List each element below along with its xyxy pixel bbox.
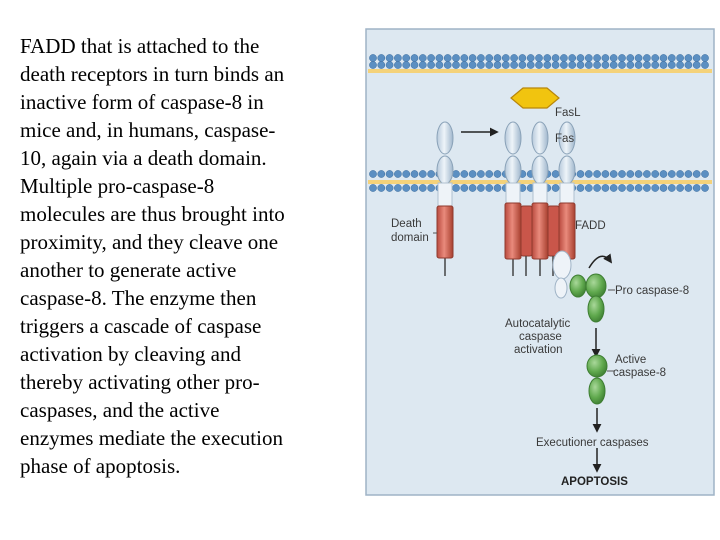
fasl-ligand bbox=[510, 87, 560, 109]
autocatalytic-label: caspase bbox=[519, 331, 562, 343]
text-line: inactive form of caspase-8 in bbox=[20, 90, 264, 114]
death-domain-label: domain bbox=[391, 232, 429, 244]
executioner-label: Executioner caspases bbox=[536, 437, 649, 449]
text-line: proximity, and they cleave one bbox=[20, 230, 279, 254]
fas-receptor-trimer bbox=[504, 121, 576, 276]
text-line: enzymes mediate the execution bbox=[20, 426, 283, 450]
fadd-label: FADD bbox=[575, 220, 606, 232]
text-line: mice and, in humans, caspase- bbox=[20, 118, 276, 142]
apoptosis-label: APOPTOSIS bbox=[561, 476, 628, 488]
fas-receptor bbox=[531, 121, 549, 276]
body-text: FADD that is attached to the death recep… bbox=[20, 32, 360, 480]
pro-caspase-8-cluster bbox=[552, 250, 615, 323]
fasl-label: FasL bbox=[555, 107, 581, 119]
text-line: triggers a cascade of caspase bbox=[20, 314, 262, 338]
active-caspase-8 bbox=[586, 354, 614, 405]
text-line: FADD that is attached to the bbox=[20, 34, 260, 58]
text-line: Multiple pro-caspase-8 bbox=[20, 174, 215, 198]
unbound-fas-receptor bbox=[436, 121, 454, 276]
text-line: phase of apoptosis. bbox=[20, 454, 181, 478]
fadd-adaptor bbox=[520, 205, 560, 276]
text-line: activation by cleaving and bbox=[20, 342, 242, 366]
autocatalytic-label: Autocatalytic bbox=[505, 318, 570, 330]
fas-receptor bbox=[504, 121, 522, 276]
active-caspase-label: caspase-8 bbox=[613, 367, 666, 379]
text-line: death receptors in turn binds an bbox=[20, 62, 285, 86]
fas-pathway-figure: FasL Fas Death domain FADD Pro caspase-8… bbox=[365, 28, 715, 496]
fas-receptor bbox=[558, 121, 576, 276]
fas-label: Fas bbox=[555, 133, 574, 145]
active-caspase-label: Active bbox=[615, 354, 646, 366]
text-line: thereby activating other pro- bbox=[20, 370, 260, 394]
text-line: molecules are thus brought into bbox=[20, 202, 285, 226]
death-domain-label: Death bbox=[391, 218, 422, 230]
text-line: caspase-8. The enzyme then bbox=[20, 286, 257, 310]
pro-caspase-label: Pro caspase-8 bbox=[615, 285, 689, 297]
text-line: another to generate active bbox=[20, 258, 237, 282]
text-line: caspases, and the active bbox=[20, 398, 220, 422]
membrane-lipid-heads-outer bbox=[369, 54, 709, 69]
autocatalytic-label: activation bbox=[514, 344, 563, 356]
text-line: 10, again via a death domain. bbox=[20, 146, 267, 170]
